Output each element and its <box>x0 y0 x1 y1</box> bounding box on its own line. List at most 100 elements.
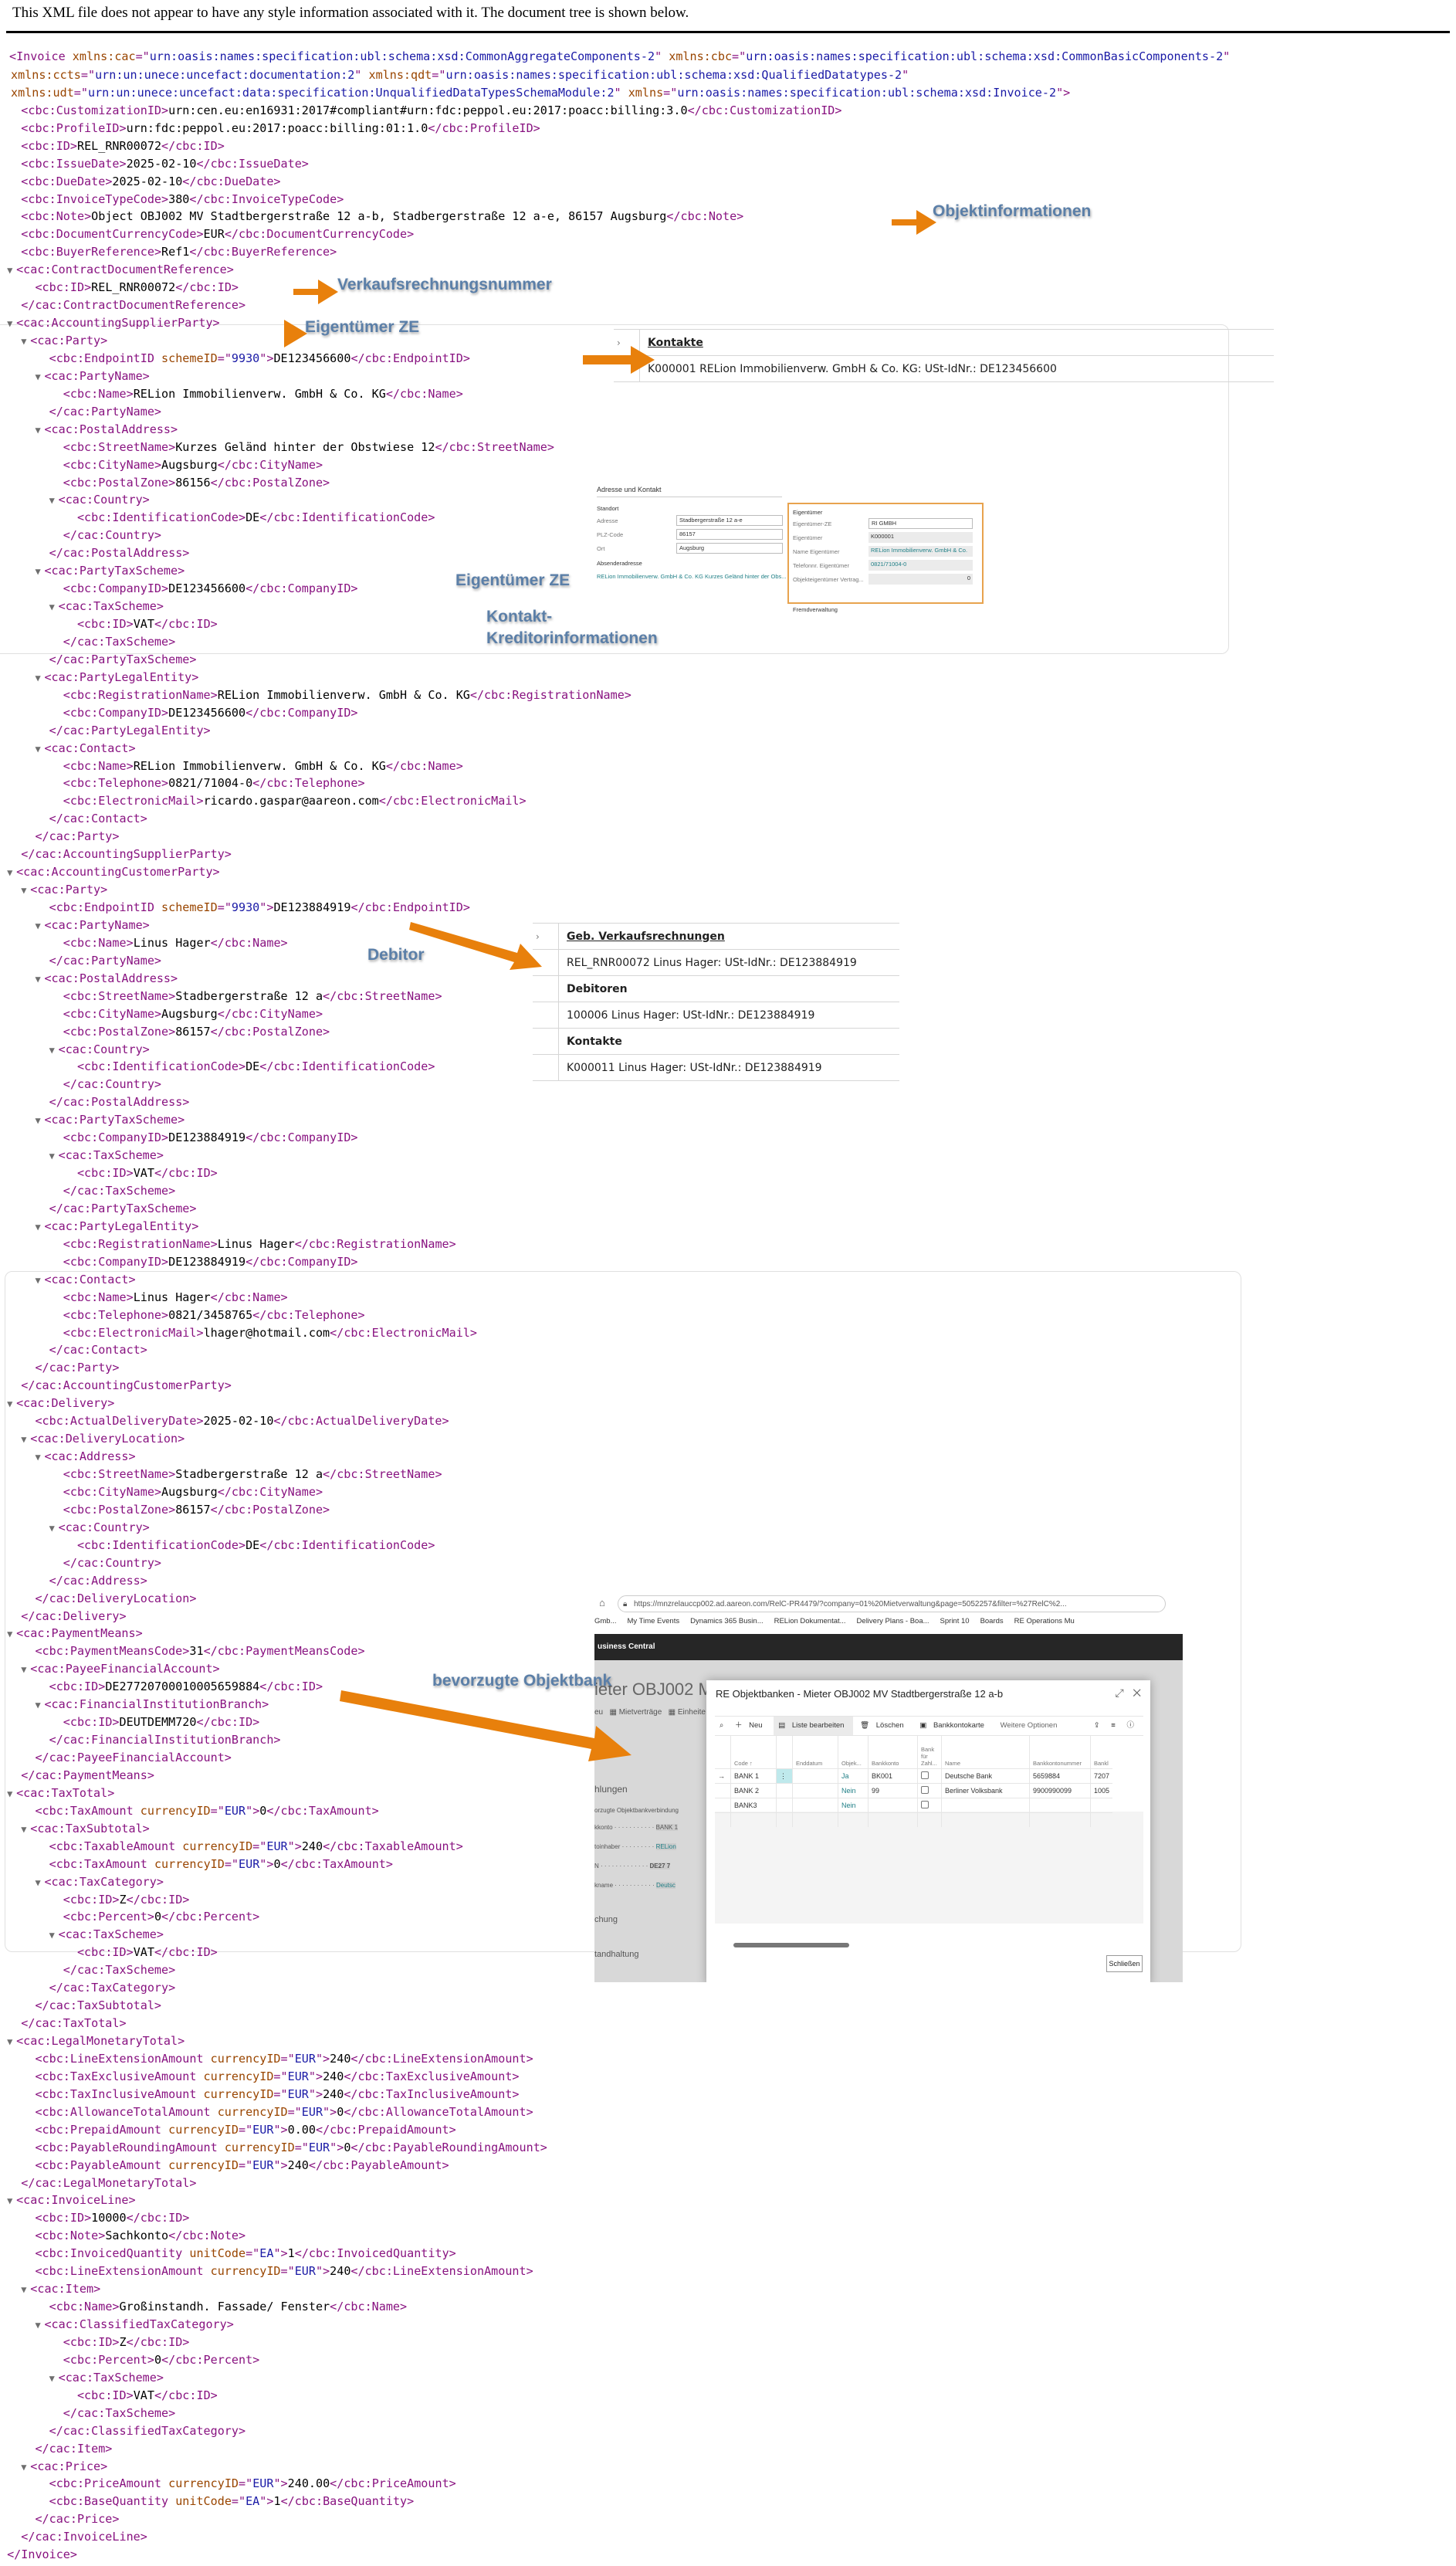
delete-button[interactable]: 🗑︎ Löschen <box>860 1721 904 1730</box>
collapse-toggle-icon[interactable]: ▼ <box>49 1522 55 1534</box>
table-row-empty[interactable] <box>715 1812 1113 1827</box>
collapse-toggle-icon[interactable]: ▼ <box>21 885 27 897</box>
plz-field[interactable]: 86157 <box>676 529 783 540</box>
col-objekt[interactable]: Objek... <box>838 1736 869 1769</box>
col-name[interactable]: Name <box>941 1736 1030 1769</box>
collapse-toggle-icon[interactable]: ▼ <box>35 2320 41 2331</box>
xml-line: <cbc:ProfileID>urn:fdc:peppol.eu:2017:po… <box>21 120 540 135</box>
collapse-toggle-icon[interactable]: ▼ <box>0 49 9 66</box>
collapse-toggle-icon[interactable]: ▼ <box>49 602 55 613</box>
collapse-toggle-icon[interactable]: ▼ <box>35 1876 41 1888</box>
xml-line: </cac:PartyName> <box>49 404 162 419</box>
collapse-toggle-icon[interactable]: ▼ <box>49 1930 55 1941</box>
checkbox[interactable] <box>921 1801 929 1808</box>
collapse-toggle-icon[interactable]: ▼ <box>21 1664 27 1676</box>
collapse-toggle-icon[interactable]: ▼ <box>21 1823 27 1835</box>
bookmark-item[interactable]: Dynamics 365 Busin... <box>690 1617 764 1625</box>
xml-line: </cac:Party> <box>35 1361 120 1375</box>
collapse-toggle-icon[interactable]: ▼ <box>35 743 41 754</box>
close-icon[interactable]: ✕ <box>1133 1686 1141 1699</box>
collapse-toggle-icon[interactable]: ▼ <box>21 1434 27 1446</box>
col-bankkonto[interactable]: Bankkonto <box>868 1736 918 1769</box>
bg-section-2[interactable]: chung <box>594 1915 618 1924</box>
chevron-right-icon[interactable]: › <box>533 924 559 949</box>
collapse-toggle-icon[interactable]: ▼ <box>35 1274 41 1286</box>
bg-section-3[interactable]: tandhaltung <box>594 1950 639 1959</box>
bookmark-item[interactable]: RELion Dokumentat... <box>774 1617 846 1625</box>
collapse-toggle-icon[interactable]: ▼ <box>7 1398 13 1410</box>
bookmark-item[interactable]: My Time Events <box>627 1617 680 1625</box>
bookmark-item[interactable]: RE Operations Mu <box>1014 1617 1075 1625</box>
close-button[interactable]: Schließen <box>1106 1955 1143 1972</box>
collapse-toggle-icon[interactable]: ▼ <box>35 920 41 931</box>
collapse-toggle-icon[interactable]: ▼ <box>49 2372 55 2384</box>
collapse-toggle-icon[interactable]: ▼ <box>49 1151 55 1162</box>
collapse-toggle-icon[interactable]: ▼ <box>7 1788 13 1799</box>
collapse-toggle-icon[interactable]: ▼ <box>49 1044 55 1056</box>
eig-ze-field[interactable]: RI GMBH <box>869 518 973 529</box>
collapse-toggle-icon[interactable]: ▼ <box>35 566 41 578</box>
collapse-toggle-icon[interactable]: ▼ <box>35 1115 41 1127</box>
collapse-toggle-icon[interactable]: ▼ <box>7 1629 13 1640</box>
xml-line: ▼<cac:TaxTotal> <box>0 1785 1451 1802</box>
bookmark-item[interactable]: Boards <box>980 1617 1004 1625</box>
col-enddatum[interactable]: Enddatum <box>792 1736 838 1769</box>
col-kontonummer[interactable]: Bankkontonummer <box>1029 1736 1091 1769</box>
home-icon[interactable]: ⌂ <box>599 1597 605 1608</box>
search-icon[interactable]: ⌕ <box>720 1721 724 1730</box>
table-row[interactable]: → BANK 1 ⋮ Ja BK001 Deutsche Bank 565988… <box>715 1768 1113 1784</box>
col-bank-zahlung[interactable]: Bank für Zahl... <box>917 1736 942 1769</box>
collapse-toggle-icon[interactable]: ▼ <box>7 265 13 276</box>
collapse-toggle-icon[interactable]: ▼ <box>7 2036 13 2048</box>
tel-eig-field[interactable]: 0821/71004-0 <box>869 560 973 571</box>
factbox-value-kontakt[interactable]: K000001 RELion Immobilienverw. GmbH & Co… <box>648 362 1057 375</box>
name-eig-field[interactable]: RELion Immobilienverw. GmbH & Co. ... <box>869 546 973 563</box>
chevron-right-icon[interactable]: › <box>614 330 640 355</box>
bookmark-item[interactable]: Delivery Plans - Boa... <box>856 1617 929 1625</box>
collapse-toggle-icon[interactable]: ▼ <box>35 1700 41 1711</box>
collapse-toggle-icon[interactable]: ▼ <box>7 318 13 330</box>
col-code[interactable]: Code ↑ <box>730 1736 777 1769</box>
checkbox[interactable] <box>921 1771 929 1779</box>
factbox-value-sales-invoice[interactable]: REL_RNR00072 Linus Hager: USt-IdNr.: DE1… <box>567 956 857 969</box>
bank-card-button[interactable]: ▣ Bankkontokarte <box>919 1721 984 1730</box>
bookmark-item[interactable]: Gmb... <box>594 1617 617 1625</box>
factbox-heading-sales-invoices[interactable]: Geb. Verkaufsrechnungen <box>567 930 725 943</box>
share-icon[interactable]: ⇪ <box>1093 1721 1100 1730</box>
factbox-value-debitor[interactable]: 100006 Linus Hager: USt-IdNr.: DE1238849… <box>567 1008 815 1022</box>
collapse-toggle-icon[interactable]: ▼ <box>35 1221 41 1232</box>
checkbox[interactable] <box>921 1786 929 1794</box>
collapse-toggle-icon[interactable]: ▼ <box>35 371 41 382</box>
absender-value[interactable]: RELion Immobilienverw. GmbH & Co. KG Kur… <box>597 573 787 580</box>
factbox-value-kontakt[interactable]: K000011 Linus Hager: USt-IdNr.: DE123884… <box>567 1061 822 1074</box>
edit-list-button[interactable]: ▤ Liste bearbeiten <box>774 1717 854 1735</box>
ort-field[interactable]: Augsburg <box>676 543 783 554</box>
collapse-toggle-icon[interactable]: ▼ <box>21 336 27 347</box>
table-row[interactable]: BANK 2 Nein 99 Berliner Volksbank 990099… <box>715 1783 1113 1798</box>
info-icon[interactable]: ⓘ <box>1126 1721 1134 1730</box>
collapse-toggle-icon[interactable]: ▼ <box>49 495 55 507</box>
table-row[interactable]: BANK3 Nein <box>715 1798 1113 1813</box>
adresse-field[interactable]: Stadbergerstraße 12 a-e <box>676 515 783 526</box>
collapse-toggle-icon[interactable]: ▼ <box>7 867 13 879</box>
xml-line: <cbc:ID>REL_RNR00072</cbc:ID> <box>35 280 239 295</box>
collapse-toggle-icon[interactable]: ▼ <box>35 973 41 985</box>
factbox-heading-kontakte[interactable]: Kontakte <box>648 336 703 349</box>
collapse-toggle-icon[interactable]: ▼ <box>35 672 41 683</box>
collapse-toggle-icon[interactable]: ▼ <box>35 1452 41 1463</box>
bookmark-item[interactable]: Sprint 10 <box>940 1617 970 1625</box>
more-options-button[interactable]: Weitere Optionen <box>1000 1721 1058 1730</box>
address-bar[interactable]: 🔒︎https://mnzrelauccp002.ad.aareon.com/R… <box>618 1595 1166 1612</box>
collapse-toggle-icon[interactable]: ▼ <box>21 2284 27 2296</box>
collapse-toggle-icon[interactable]: ▼ <box>35 424 41 436</box>
row-menu-icon[interactable]: ⋮ <box>776 1768 793 1784</box>
collapse-toggle-icon[interactable]: ▼ <box>7 2195 13 2207</box>
xml-line: ▼<cac:TaxScheme> <box>0 1926 1451 1944</box>
horizontal-scrollbar[interactable] <box>733 1943 849 1947</box>
collapse-toggle-icon[interactable]: ▼ <box>21 2461 27 2473</box>
new-button[interactable]: ＋ Neu <box>734 1721 763 1730</box>
list-icon[interactable]: ≡ <box>1111 1721 1116 1730</box>
xml-line: <cbc:Percent>0</cbc:Percent> <box>63 1910 260 1924</box>
expand-icon[interactable]: ⤢ <box>1115 1686 1124 1699</box>
col-blz[interactable]: Bankl <box>1094 1760 1109 1767</box>
